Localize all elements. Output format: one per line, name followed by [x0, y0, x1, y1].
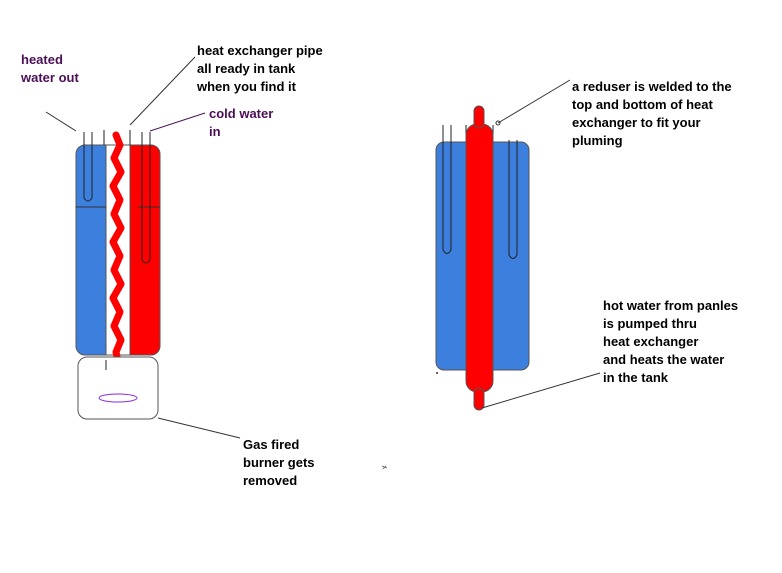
- heated-water-out-label: heated water out: [21, 52, 79, 85]
- top-reducer: [473, 105, 485, 129]
- heat-exchanger-pipe-label: heat exchanger pipe all ready in tank wh…: [197, 43, 323, 94]
- left-tank-red-half-fill: [130, 145, 146, 355]
- right-tube-left: [442, 125, 452, 254]
- heat-exchanger-column: [465, 123, 494, 393]
- reducer-leader: [497, 79, 571, 124]
- burner-flame-ring: [98, 393, 138, 403]
- cold-water-in-label: cold water in: [209, 106, 274, 139]
- right-tank: [435, 79, 601, 411]
- heated-water-leader: [45, 111, 77, 132]
- cold-water-leader: [149, 112, 206, 132]
- gas-burner-label: Gas fired burner gets removed: [243, 437, 315, 488]
- heat-exchanger-pipe: [109, 131, 125, 396]
- hot-water-leader: [481, 372, 601, 409]
- heat-exchanger-leader: [129, 56, 196, 126]
- right-tube-right: [508, 140, 518, 259]
- reducer-label: a reduser is welded to the top and botto…: [572, 79, 732, 148]
- hot-water-label: hot water from panles is pumped thru hea…: [603, 298, 739, 385]
- burner-compartment: [77, 356, 159, 420]
- left-tank: [45, 56, 241, 439]
- stray-mark: [381, 465, 388, 470]
- bottom-reducer: [473, 387, 485, 411]
- hot-outlet-tube: [83, 132, 93, 202]
- cold-inlet-tube: [141, 132, 151, 264]
- burner-leader: [157, 417, 241, 439]
- left-tank-blue-half-fill: [90, 145, 106, 355]
